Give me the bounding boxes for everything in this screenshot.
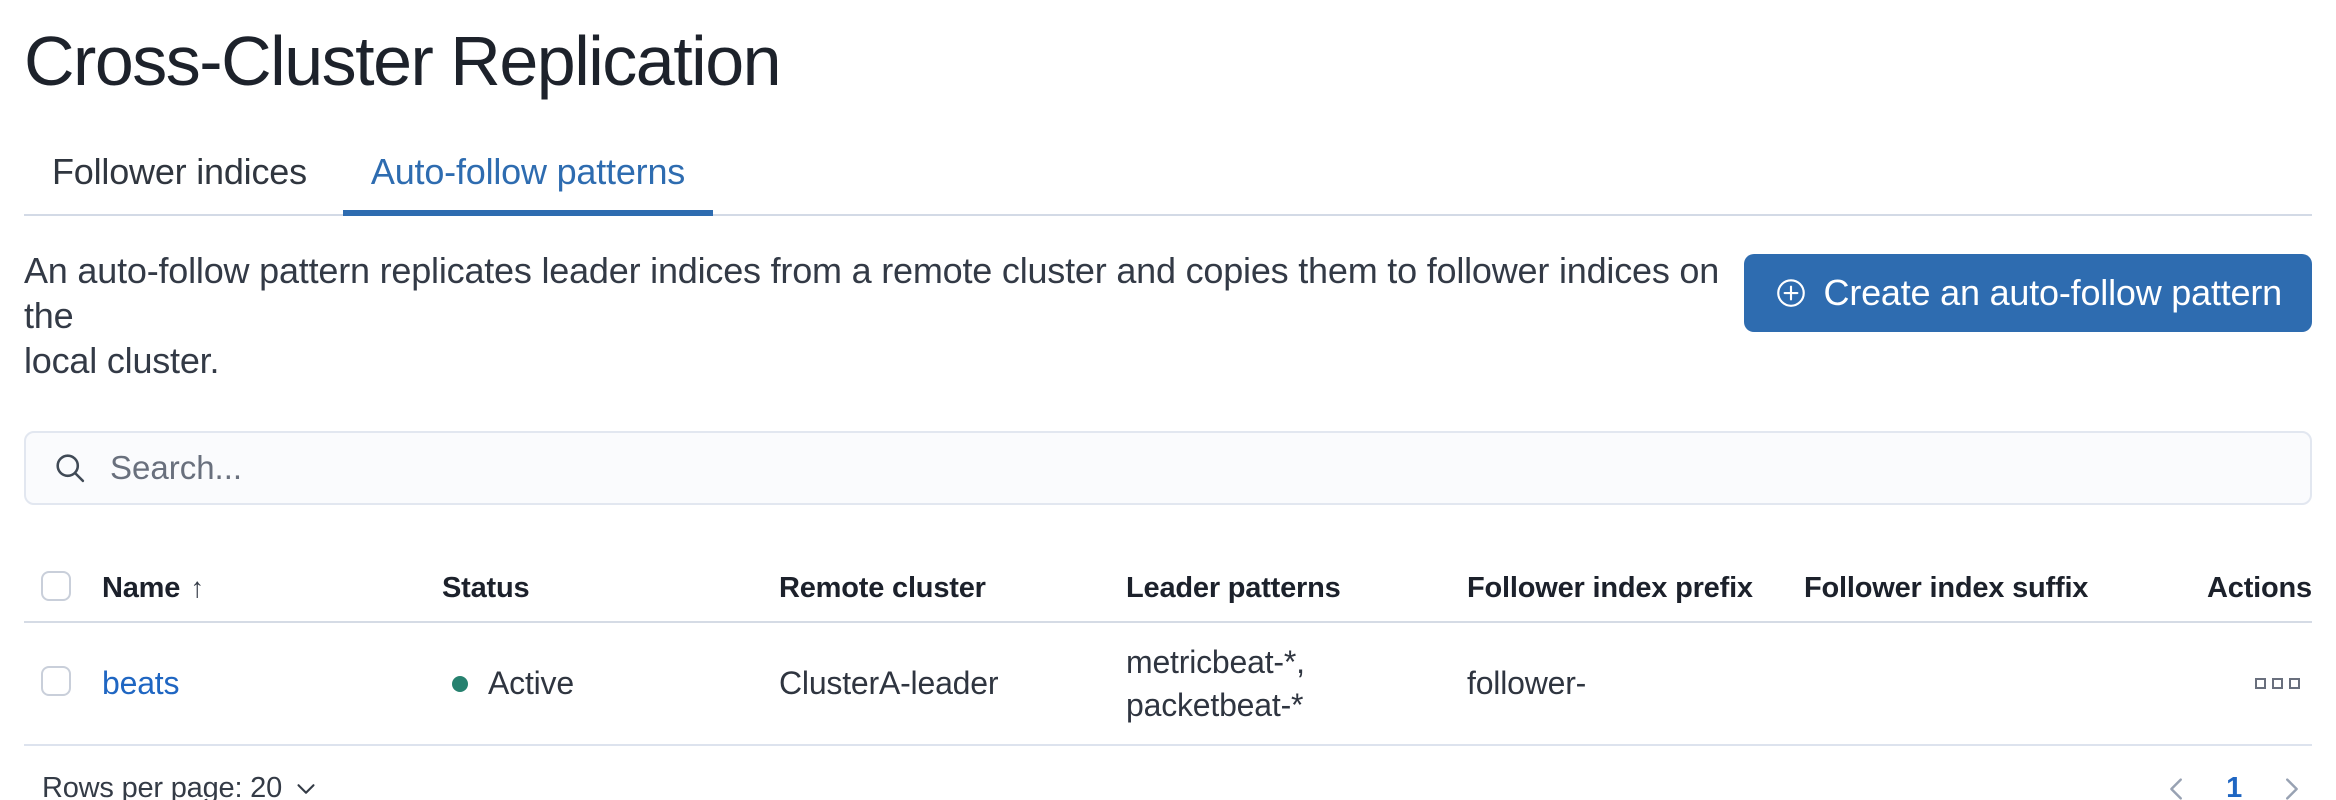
column-header-name[interactable]: Name ↑ (102, 571, 204, 604)
auto-follow-patterns-table: Name ↑ Status Remote cluster Leader patt… (24, 555, 2312, 746)
row-checkbox-cell (24, 666, 102, 701)
pagination: 1 (2162, 772, 2312, 800)
page-title: Cross-Cluster Replication (24, 22, 782, 100)
column-header-remote-cluster: Remote cluster (779, 571, 986, 604)
tab-follower-indices[interactable]: Follower indices (52, 151, 307, 192)
status-active-dot (452, 675, 468, 692)
cell-remote-cluster: ClusterA-leader (779, 665, 999, 701)
rows-per-page-button[interactable]: Rows per page: 20 (42, 772, 318, 800)
create-button-label: Create an auto-follow pattern (1823, 272, 2283, 313)
tab-bar: Follower indices Auto-follow patterns (24, 150, 2312, 216)
header-checkbox-cell (24, 570, 102, 606)
row-actions-menu-icon[interactable] (2255, 678, 2300, 689)
table-footer: Rows per page: 20 1 (24, 772, 2312, 800)
pattern-name-link[interactable]: beats (102, 665, 180, 701)
row-checkbox[interactable] (41, 666, 71, 696)
description-line-2: local cluster. (24, 340, 220, 381)
create-auto-follow-pattern-button[interactable]: Create an auto-follow pattern (1743, 254, 2312, 332)
page-number-1[interactable]: 1 (2226, 772, 2242, 800)
leader-pattern-2: packetbeat-* (1126, 686, 1304, 723)
status-label: Active (488, 665, 574, 701)
search-bar (24, 431, 2312, 505)
select-all-checkbox[interactable] (41, 570, 71, 601)
cell-leader-patterns: metricbeat-*, packetbeat-* (1126, 641, 1467, 727)
cell-name: beats (102, 665, 442, 702)
column-header-actions: Actions (2207, 571, 2312, 604)
search-icon (56, 454, 85, 483)
description-line-1: An auto-follow pattern replicates leader… (24, 250, 1720, 336)
chevron-down-icon (297, 783, 315, 794)
page-description: An auto-follow pattern replicates leader… (24, 248, 1744, 383)
leader-pattern-1: metricbeat-*, (1126, 643, 1305, 680)
search-input[interactable] (110, 449, 2284, 487)
column-header-follower-index-prefix: Follower index prefix (1467, 571, 1753, 604)
cell-follower-index-prefix: follower- (1467, 665, 1587, 701)
table-header-row: Name ↑ Status Remote cluster Leader patt… (24, 555, 2312, 623)
tab-auto-follow-patterns[interactable]: Auto-follow patterns (342, 150, 714, 216)
previous-page-button[interactable] (2162, 774, 2192, 800)
column-header-leader-patterns: Leader patterns (1126, 571, 1341, 604)
description-row: An auto-follow pattern replicates leader… (24, 248, 2312, 383)
table-row: beats Active ClusterA-leader metricbeat-… (24, 623, 2312, 746)
next-page-button[interactable] (2276, 774, 2306, 800)
rows-per-page-label: Rows per page: 20 (42, 772, 283, 800)
column-header-status: Status (442, 571, 530, 604)
plus-in-circle-icon (1776, 279, 1805, 307)
cell-status: Active (442, 665, 779, 702)
sort-ascending-icon: ↑ (190, 572, 204, 603)
cell-actions (2150, 678, 2312, 689)
column-header-follower-index-suffix: Follower index suffix (1804, 571, 2089, 604)
chevron-left-icon (2170, 777, 2183, 800)
chevron-right-icon (2286, 777, 2298, 800)
